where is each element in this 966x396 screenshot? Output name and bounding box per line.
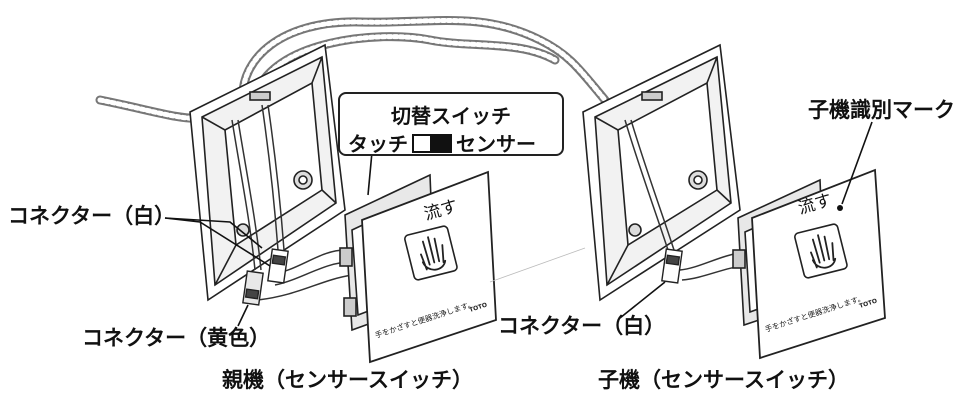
label-connector-yellow: コネクター（黄色） [82, 326, 271, 350]
switch-callout: 切替スイッチ タッチ センサー [338, 92, 564, 156]
wall-box-left [189, 43, 346, 302]
reference-line [489, 247, 586, 283]
switch-white-swatch [412, 134, 432, 153]
connector-yellow-shape [242, 270, 264, 306]
hand-icon-right [794, 223, 848, 279]
leader-lines [164, 121, 873, 327]
child-identification-mark-dot [837, 205, 843, 211]
connector-white-left-shape [267, 248, 289, 284]
label-child-unit: 子機（センサースイッチ） [598, 368, 849, 392]
faceplate-left: 流す 手をかざすと便器洗浄します。 TOTO [361, 170, 497, 364]
callout-switch-row: タッチ センサー [348, 128, 558, 157]
hand-icon-left [404, 225, 458, 281]
callout-right-label: センサー [456, 132, 536, 156]
label-connector-white-left: コネクター（白） [8, 204, 176, 228]
label-child-identification-mark: 子機識別マーク [808, 98, 955, 122]
faceplate-right: 流す 手をかざすと便器洗浄します。 TOTO [751, 168, 886, 360]
switch-black-swatch [432, 134, 452, 153]
callout-title: 切替スイッチ [391, 104, 511, 128]
cable-hose [95, 15, 610, 123]
wall-box-right [582, 43, 741, 302]
label-connector-white-right: コネクター（白） [498, 314, 666, 338]
connector-white-right-shape [661, 248, 683, 284]
label-parent-unit: 親機（センサースイッチ） [222, 368, 473, 392]
callout-left-label: タッチ [348, 132, 408, 156]
